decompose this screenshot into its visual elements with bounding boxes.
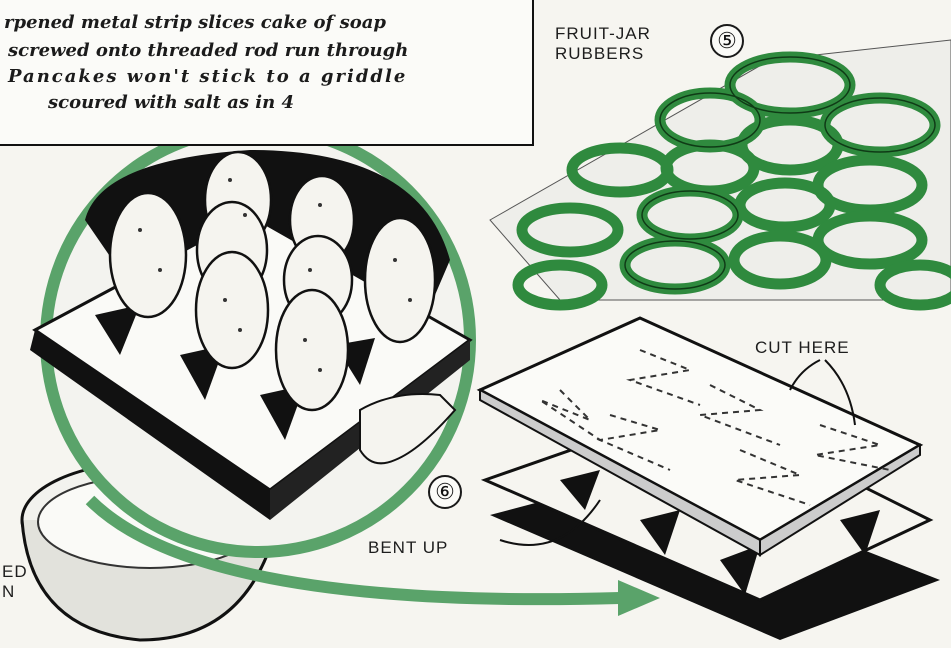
figure-number-5-text: ⑤ — [717, 28, 737, 53]
caption-line-2: screwed onto threaded rod run through — [8, 40, 408, 61]
caption-line-3: Pancakes won't stick to a griddle — [8, 66, 407, 87]
figure-number-5: ⑤ — [710, 24, 744, 58]
fruit-jar-rubbers-mat — [490, 40, 951, 305]
caption-box: rpened metal strip slices cake of soap s… — [0, 0, 534, 146]
figure-number-6-text: ⑥ — [435, 479, 455, 504]
bent-up-label: BENT UP — [368, 538, 448, 558]
rubbers-label: RUBBERS — [555, 44, 644, 64]
caption-line-4: scoured with salt as in 4 — [48, 92, 294, 113]
figure-number-6: ⑥ — [428, 475, 462, 509]
partial-label-ed: ED — [2, 562, 28, 582]
partial-label-n: N — [2, 582, 15, 602]
cut-here-label: CUT HERE — [755, 338, 850, 358]
griddle-rack — [480, 318, 940, 640]
caption-line-1: rpened metal strip slices cake of soap — [4, 12, 386, 33]
fruit-jar-label: FRUIT-JAR — [555, 24, 651, 44]
